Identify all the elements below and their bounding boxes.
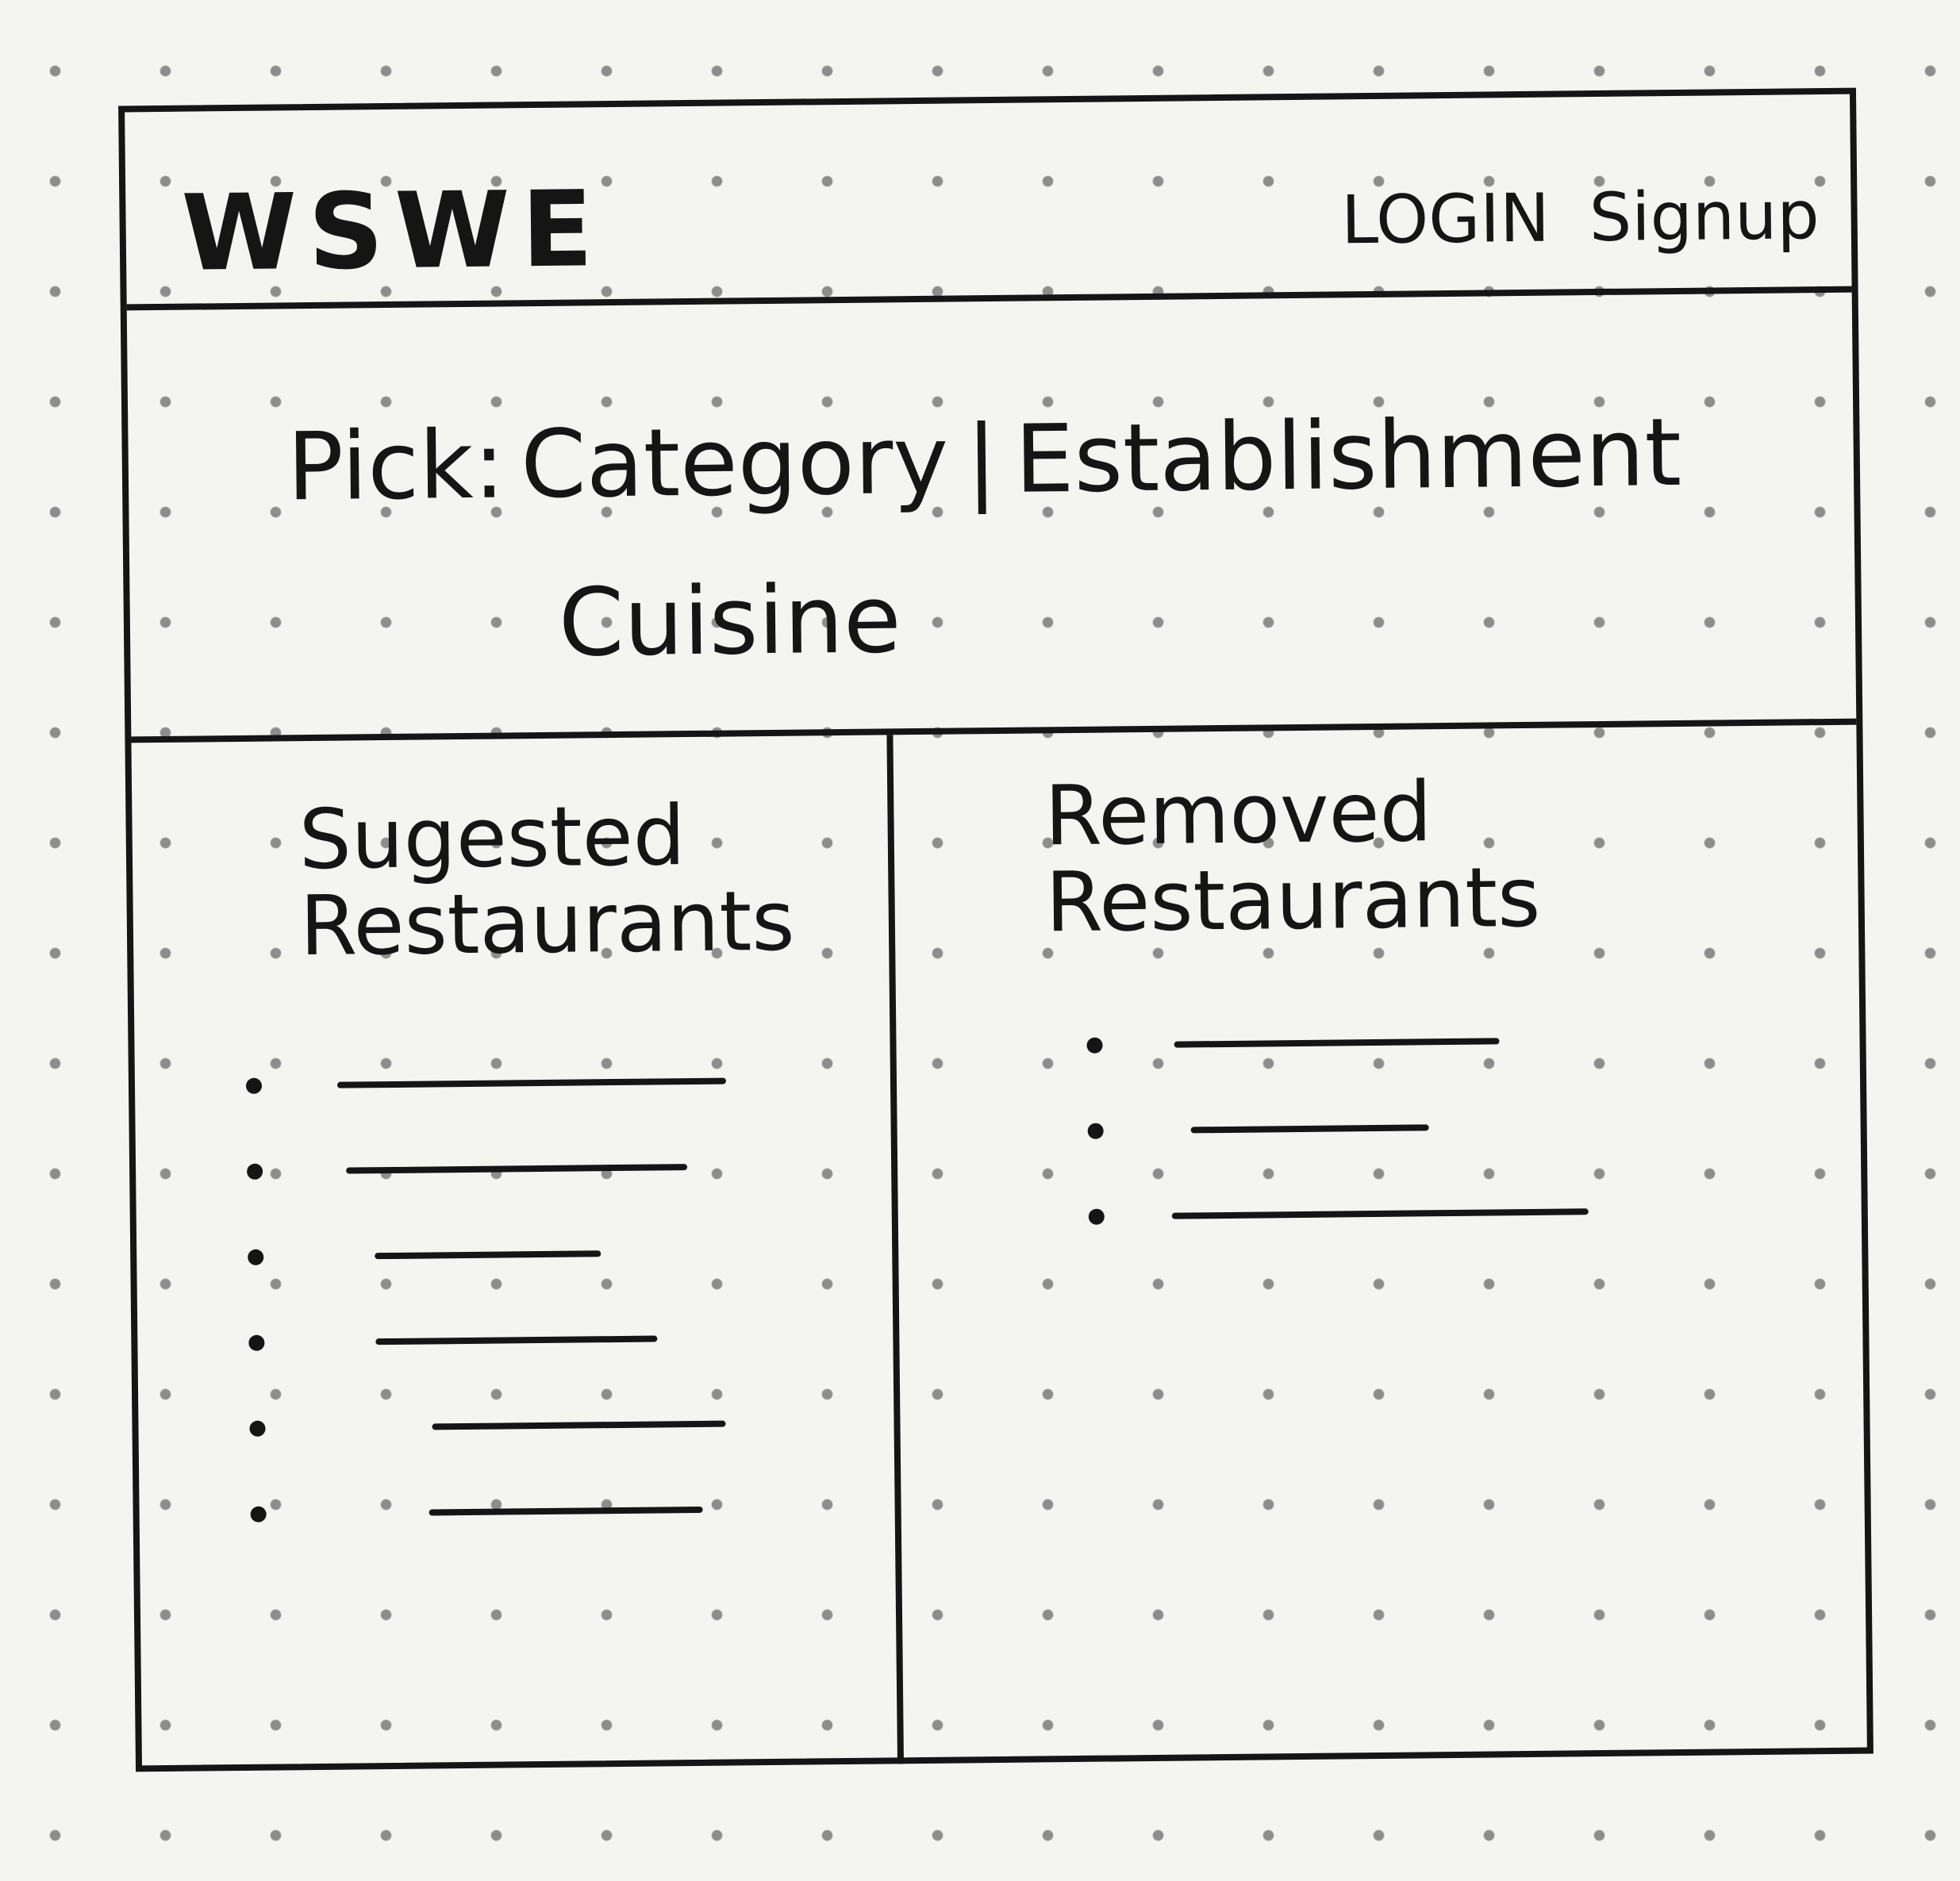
suggested-item[interactable] (245, 1043, 727, 1129)
picker-row: Pick: Category | Establishment (286, 397, 1682, 522)
removed-item[interactable] (1087, 1088, 1429, 1174)
placeholder-line (1174, 1038, 1500, 1048)
placeholder-line (336, 1077, 727, 1088)
placeholder-line (375, 1250, 601, 1260)
removed-item[interactable] (1088, 1174, 1589, 1260)
suggested-item[interactable] (249, 1386, 726, 1472)
placeholder-line (1171, 1208, 1589, 1219)
suggested-title-line2: Restaurants (299, 872, 796, 975)
pick-separator: | (965, 404, 998, 515)
removed-item[interactable] (1086, 1003, 1500, 1088)
bullet-icon (1086, 1037, 1103, 1054)
suggested-column: Sugested Restaurants (131, 735, 905, 1772)
login-link[interactable]: LOGIN (1340, 179, 1551, 259)
signup-link[interactable]: Signup (1589, 176, 1820, 257)
suggested-item[interactable] (250, 1472, 703, 1557)
suggested-title: Sugested Restaurants (298, 787, 796, 975)
suggested-title-line1: Sugested (298, 787, 686, 889)
removed-title: Removed Restaurants (1043, 763, 1541, 951)
bullet-icon (245, 1077, 263, 1094)
bullet-icon (1088, 1208, 1105, 1225)
removed-column: Removed Restaurants (893, 725, 1867, 1764)
placeholder-line (432, 1420, 726, 1430)
bullet-icon (248, 1249, 264, 1265)
pick-category-option[interactable]: Category (520, 405, 949, 520)
bullet-icon (249, 1420, 266, 1437)
pick-cuisine-option[interactable]: Cuisine (558, 564, 902, 678)
bullet-icon (248, 1334, 265, 1351)
site-logo[interactable]: WSWE (180, 168, 605, 295)
page-wireframe: WSWE LOGIN Signup Pick: Category | Estab… (118, 87, 1874, 1772)
auth-links: LOGIN Signup (1340, 176, 1820, 259)
bullet-icon (247, 1163, 263, 1180)
placeholder-line (375, 1335, 658, 1345)
placeholder-line (346, 1164, 688, 1174)
picker-section: Pick: Category | Establishment Cuisine (126, 292, 1857, 743)
restaurant-columns: Sugested Restaurants (131, 725, 1866, 1772)
suggested-item[interactable] (247, 1129, 688, 1215)
removed-title-line2: Restaurants (1045, 849, 1541, 951)
suggested-item[interactable] (248, 1300, 658, 1386)
pick-establishment-option[interactable]: Establishment (1014, 397, 1682, 514)
suggested-list (245, 1043, 727, 1557)
placeholder-line (1190, 1124, 1429, 1134)
placeholder-line (429, 1506, 703, 1516)
removed-title-line1: Removed (1043, 763, 1433, 865)
bullet-icon (250, 1506, 267, 1522)
pick-label: Pick: (286, 409, 505, 522)
removed-list (1086, 1003, 1589, 1260)
header-bar: WSWE LOGIN Signup (125, 94, 1852, 311)
bullet-icon (1087, 1123, 1104, 1139)
